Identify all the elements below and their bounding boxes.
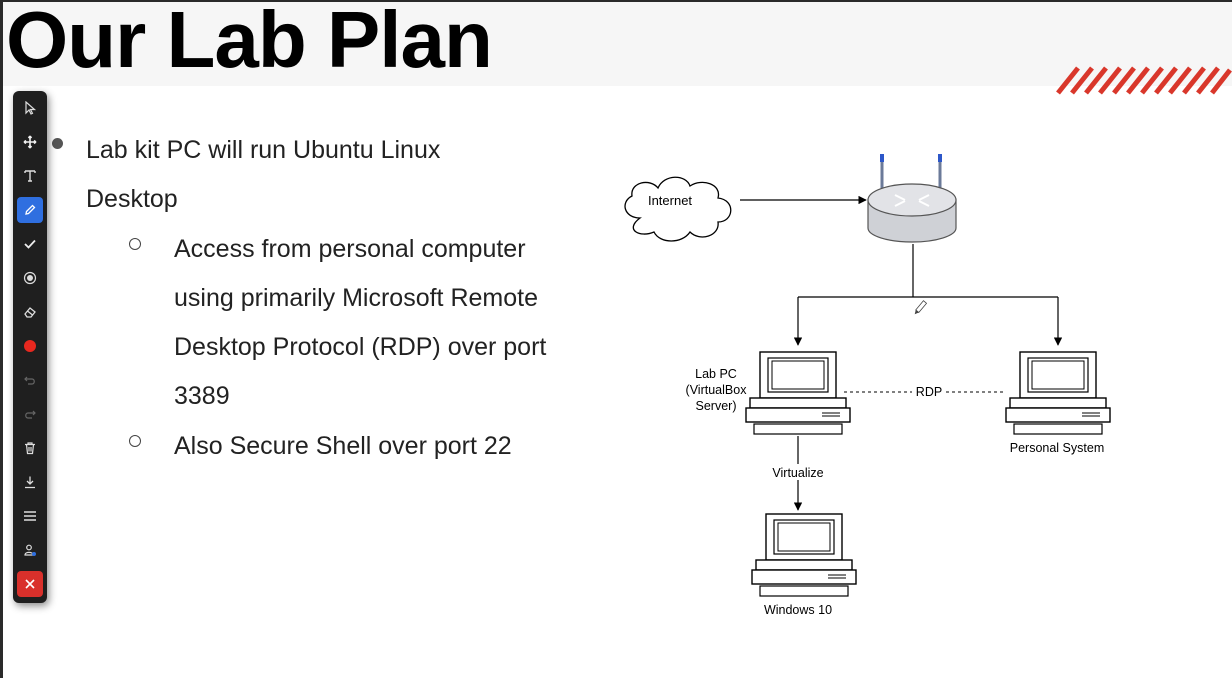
sub-bullet-circle xyxy=(129,435,141,447)
slide-title: Our Lab Plan xyxy=(6,0,493,84)
close-icon[interactable] xyxy=(17,571,43,597)
select-arrow-icon[interactable] xyxy=(17,95,43,121)
accent-stripes xyxy=(1056,66,1232,95)
windows-computer-icon xyxy=(751,513,857,597)
windows-label: Windows 10 xyxy=(764,603,832,617)
menu-icon[interactable] xyxy=(17,503,43,529)
annotation-toolbar xyxy=(13,91,47,603)
window-top-edge xyxy=(0,0,1232,2)
router-icon xyxy=(867,154,957,243)
redo-icon[interactable] xyxy=(17,401,43,427)
check-icon[interactable] xyxy=(17,231,43,257)
pen-icon[interactable] xyxy=(17,197,43,223)
user-icon[interactable] xyxy=(17,537,43,563)
bullet-dot xyxy=(52,138,63,149)
record-dot-icon[interactable] xyxy=(17,333,43,359)
text-icon[interactable] xyxy=(17,163,43,189)
lab-pc-label-2: (VirtualBox xyxy=(686,383,748,397)
internet-label: Internet xyxy=(648,193,692,208)
virtualize-label: Virtualize xyxy=(772,466,823,480)
window-left-edge xyxy=(0,0,3,678)
personal-computer-icon xyxy=(1005,351,1111,435)
sub-bullet-circle xyxy=(129,238,141,250)
lab-pc-label-3: Server) xyxy=(696,399,737,413)
lab-pc-computer-icon xyxy=(745,351,851,435)
spotlight-icon[interactable] xyxy=(17,265,43,291)
slide-bullets: Lab kit PC will run Ubuntu Linux Desktop… xyxy=(0,0,600,678)
sub-bullet-text-2: Also Secure Shell over port 22 xyxy=(174,432,512,460)
download-icon[interactable] xyxy=(17,469,43,495)
trash-icon[interactable] xyxy=(17,435,43,461)
sub-bullet-text-1: Access from personal computer using prim… xyxy=(174,235,547,410)
personal-system-label: Personal System xyxy=(1010,441,1104,455)
internet-cloud: Internet xyxy=(624,176,732,242)
network-diagram: Internet Lab PC (VirtualBox Server) RDP … xyxy=(624,154,1111,617)
cursor-pen-icon xyxy=(914,300,928,315)
move-icon[interactable] xyxy=(17,129,43,155)
rdp-label: RDP xyxy=(916,385,942,399)
lab-pc-label-1: Lab PC xyxy=(695,367,737,381)
bullet-main-text: Lab kit PC will run Ubuntu Linux Desktop xyxy=(86,136,441,213)
slide-header-band xyxy=(3,2,1232,86)
eraser-icon[interactable] xyxy=(17,299,43,325)
undo-icon[interactable] xyxy=(17,367,43,393)
